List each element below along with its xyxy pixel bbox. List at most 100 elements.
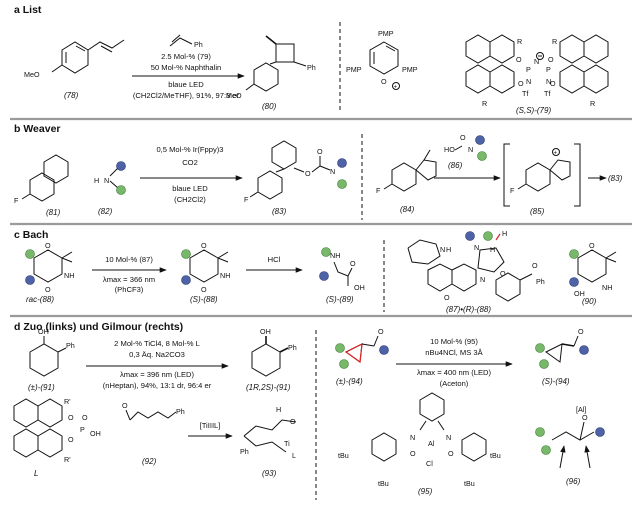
- atom-tbu3: tBu: [490, 451, 501, 460]
- atom-oh-89: OH: [354, 283, 365, 292]
- atom-o-83: O: [305, 169, 311, 178]
- compound-89: NH OH O (S)-(89): [319, 247, 365, 304]
- atom-o-86: O: [460, 133, 466, 142]
- compound-96: [Al] O (96): [535, 405, 605, 486]
- label-78: (78): [64, 91, 79, 100]
- compound-86: HO O N (86): [444, 133, 487, 170]
- atom-n2: N: [546, 77, 551, 86]
- atom-o2: O: [518, 79, 524, 88]
- compound-90: O OH NH (90): [569, 241, 617, 306]
- compound-88: O O NH rac-(88): [25, 241, 74, 304]
- section-a: a List MeO (78) Ph 2.5 Mol-% (79) 50 Mol…: [14, 4, 609, 115]
- cond-d3-0: [TiIIIL]: [200, 421, 221, 430]
- section-b: b Weaver F (81) H N (82) 0,5 Mol-% Ir(Fp…: [14, 123, 623, 220]
- label-89: (S)-(89): [326, 295, 354, 304]
- atom-f-84: F: [376, 186, 381, 195]
- atom-tf1: Tf: [522, 89, 528, 98]
- atom-ph-91: Ph: [66, 341, 75, 350]
- label-L: L: [34, 469, 38, 478]
- atom-o3: O: [548, 55, 554, 64]
- compound-94p: O (S)-(94): [535, 327, 589, 386]
- atom-o2-83: O: [317, 147, 323, 156]
- atom-o-L1: O: [68, 413, 74, 422]
- compound-81: F (81): [14, 154, 69, 217]
- atom-tf2: Tf: [544, 89, 550, 98]
- label-91p: (1R,2S)-(91): [246, 383, 291, 392]
- cond-d1-1: 0,3 Äq. Na2CO3: [129, 350, 185, 359]
- atom-pmp-left: PMP: [346, 65, 362, 74]
- label-92: (92): [142, 457, 157, 466]
- label-86: (86): [448, 161, 463, 170]
- atom-n1: N: [526, 77, 531, 86]
- atom-nh-88: NH: [64, 271, 74, 280]
- label-88: rac-(88): [26, 295, 54, 304]
- atom-l-93: L: [292, 451, 296, 460]
- atom-ho-86: HO: [444, 145, 455, 154]
- cond-a-2: blaue LED: [168, 80, 204, 89]
- atom-cl-95: Cl: [426, 459, 433, 468]
- ligand-L: R' R' O O P O OH L: [13, 397, 101, 478]
- cond-a-3: (CH2Cl2/MeTHF), 91%, 97:3 er: [133, 91, 240, 100]
- cond-b-1: CO2: [182, 158, 198, 167]
- label-94: (±)-(94): [336, 377, 363, 386]
- cond-d2-2: λmax = 400 nm (LED): [417, 368, 492, 377]
- compound-95: N N Al O O Cl tBu tBu tBu tBu (95): [338, 392, 501, 496]
- label-91: (±)-(91): [28, 383, 55, 392]
- atom-o-96: O: [582, 413, 588, 422]
- label-80: (80): [262, 102, 277, 111]
- cond-c2-0: HCl: [268, 255, 281, 264]
- atom-o-88s-a: O: [201, 241, 207, 250]
- label-88s: (S)-(88): [190, 295, 218, 304]
- atom-n-86: N: [468, 145, 473, 154]
- atom-ph-87: Ph: [536, 277, 545, 286]
- compound-79: R R R R O O O O P P N N N Tf Tf (S,S)-(7…: [465, 34, 609, 115]
- label-81: (81): [46, 208, 61, 217]
- cond-b-2: blaue LED: [172, 184, 208, 193]
- label-93: (93): [262, 469, 277, 478]
- label-94p: (S)-(94): [542, 377, 570, 386]
- compound-92: O Ph (92): [122, 401, 185, 466]
- atom-r1: R: [517, 37, 522, 46]
- label-96: (96): [566, 477, 581, 486]
- atom-n-95b: N: [446, 433, 451, 442]
- label-90: (90): [582, 297, 597, 306]
- atom-r3: R: [482, 99, 487, 108]
- section-b-header: b Weaver: [14, 123, 61, 135]
- cond-d2-0: 10 Mol-% (95): [430, 337, 478, 346]
- label-95: (95): [418, 487, 433, 496]
- section-c: c Bach O O NH rac-(88) 10 Mol-% (87) λma…: [14, 229, 617, 314]
- atom-al-96: [Al]: [576, 405, 586, 414]
- atom-oh-L: OH: [90, 429, 101, 438]
- atom-n-87: N: [440, 245, 445, 254]
- complex-87-88: N H H N H O N O O Ph (87)•(R)-(88): [407, 229, 545, 314]
- compound-93: H O Ti L Ph (93): [240, 405, 297, 478]
- atom-h-93: H: [276, 405, 281, 414]
- atom-h-87: H: [446, 245, 451, 254]
- atom-tbu1: tBu: [338, 451, 349, 460]
- section-c-header: c Bach: [14, 229, 48, 241]
- atom-o-88c: O: [500, 269, 506, 278]
- atom-rp1: R': [64, 397, 71, 406]
- atom-meo-80: MeO: [226, 91, 242, 100]
- arrow-96b: [584, 445, 591, 469]
- styrene-reagent: Ph: [169, 34, 203, 49]
- atom-n-center: N: [534, 57, 539, 66]
- atom-oh-91: OH: [38, 327, 49, 336]
- atom-meo: MeO: [24, 70, 40, 79]
- compound-84: F (84): [376, 149, 437, 214]
- cond-d2-3: (Aceton): [440, 379, 469, 388]
- atom-n-83: N: [330, 167, 335, 176]
- atom-n-88c: N: [474, 243, 479, 252]
- atom-h-red: H: [502, 229, 507, 238]
- atom-n-95a: N: [410, 433, 415, 442]
- cond-a-0: 2.5 Mol-% (79): [161, 52, 211, 61]
- atom-h-87b: H: [490, 245, 495, 254]
- svg-text:+: +: [394, 85, 398, 91]
- atom-o-95b: O: [448, 449, 454, 458]
- atom-oh-91p: OH: [260, 327, 271, 336]
- atom-f-83: F: [244, 195, 249, 204]
- atom-ti-93: Ti: [284, 439, 290, 448]
- atom-o-94p: O: [578, 327, 584, 336]
- compound-88s: O O NH (S)-(88): [181, 241, 230, 304]
